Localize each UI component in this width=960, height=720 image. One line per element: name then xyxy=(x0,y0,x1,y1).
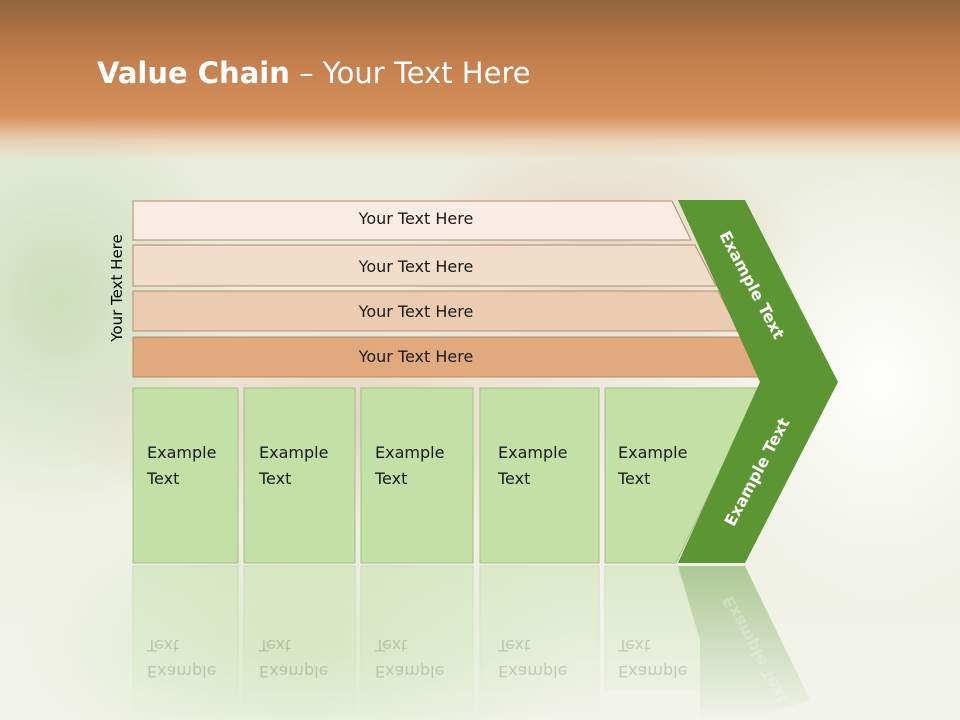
side-label: Your Text Here xyxy=(108,234,126,342)
activity-box-3 xyxy=(360,387,474,564)
activity-1-line1: Example xyxy=(147,443,217,462)
activity-box-1 xyxy=(132,387,239,564)
activity-5-label: Example Text xyxy=(618,440,713,492)
support-bar-2 xyxy=(132,244,717,287)
support-bar-3-label: Your Text Here xyxy=(358,302,474,321)
support-bar-2-label: Your Text Here xyxy=(358,257,474,276)
activity-3-line1: Example xyxy=(375,443,445,462)
activity-2-line2: Text xyxy=(259,469,292,488)
support-bar-1 xyxy=(132,200,692,241)
activity-2-line1: Example xyxy=(259,443,329,462)
margin-chevron xyxy=(678,200,838,563)
support-bar-1-label: Your Text Here xyxy=(358,209,474,228)
activity-4-line1: Example xyxy=(498,443,568,462)
activity-4-line2: Text xyxy=(498,469,531,488)
activity-box-2 xyxy=(243,387,356,564)
activity-5-line1: Example xyxy=(618,443,688,462)
title-bold: Value Chain xyxy=(97,56,290,90)
title-bar xyxy=(0,0,960,160)
title-rest: – Your Text Here xyxy=(289,56,531,90)
support-bar-4-label: Your Text Here xyxy=(358,347,474,366)
activity-1-line2: Text xyxy=(147,469,180,488)
activity-1-label: Example Text xyxy=(147,440,242,492)
activity-2-label: Example Text xyxy=(259,440,354,492)
diagram-reflection xyxy=(132,565,810,720)
activity-4-label: Example Text xyxy=(498,440,593,492)
page-title: Value Chain – Your Text Here xyxy=(97,56,531,90)
activity-box-4 xyxy=(479,387,600,564)
activity-box-5 xyxy=(604,387,761,564)
activity-3-line2: Text xyxy=(375,469,408,488)
activity-5-line2: Text xyxy=(618,469,651,488)
activity-3-label: Example Text xyxy=(375,440,470,492)
